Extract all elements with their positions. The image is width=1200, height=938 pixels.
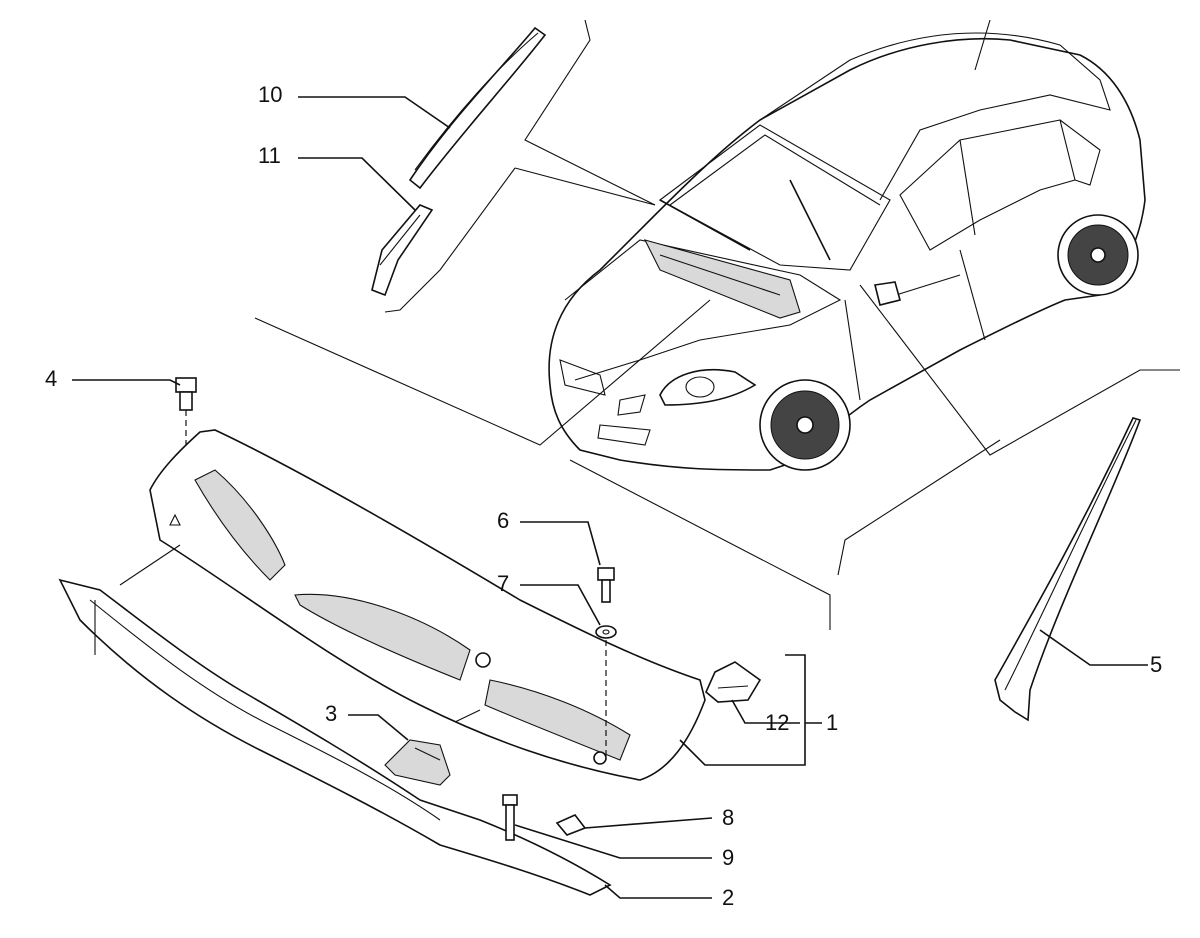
callout-4: 4 [45, 366, 57, 391]
callout-1: 1 [826, 710, 838, 735]
cowl-panel [149, 429, 706, 781]
part-11-bracket [371, 204, 434, 297]
callout-2: 2 [722, 885, 734, 910]
callout-6: 6 [497, 508, 509, 533]
part-5-pillar-trim [994, 417, 1142, 722]
part-3-clip [384, 739, 451, 786]
leader-lines [72, 96, 1148, 899]
part-9-pin [502, 794, 518, 841]
projection-lines [254, 19, 1180, 630]
part-10-strip [408, 26, 547, 190]
callout-3: 3 [325, 701, 337, 726]
part-12-bracket [705, 661, 762, 703]
callout-5: 5 [1150, 652, 1162, 677]
callout-10: 10 [258, 82, 282, 107]
callout-8: 8 [722, 805, 734, 830]
callout-12: 12 [765, 710, 789, 735]
callout-11: 11 [258, 143, 281, 168]
car-illustration [548, 19, 1146, 471]
part-7-washer [595, 625, 617, 760]
callout-7: 7 [497, 571, 509, 596]
part-2-lower-trim [58, 578, 612, 896]
callout-9: 9 [722, 845, 734, 870]
part-8-nut [555, 814, 587, 836]
callout-labels: 10 11 4 6 7 3 12 1 8 9 2 5 [45, 82, 1162, 910]
part-6-bolt [597, 567, 615, 603]
